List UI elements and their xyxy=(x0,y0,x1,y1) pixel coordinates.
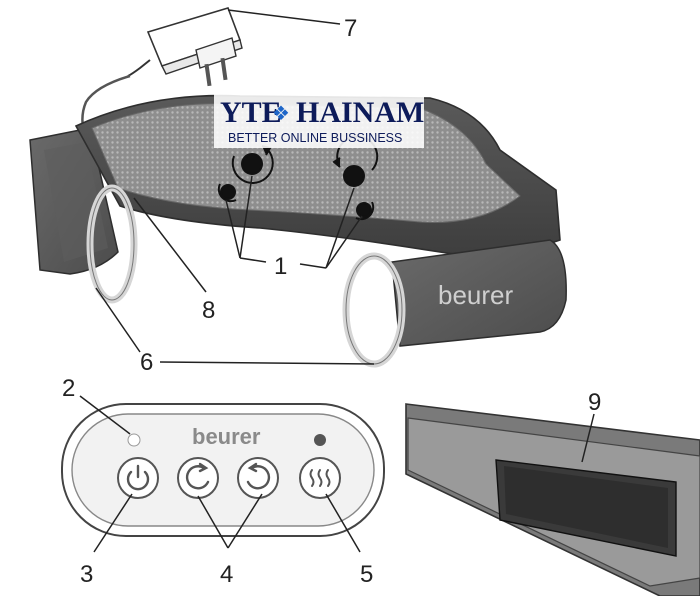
watermark-name2: HAINAM xyxy=(296,96,424,129)
watermark-logo: YTE ❖ HAINAM BETTER ONLINE BUSSINESS xyxy=(214,94,424,148)
heat-led xyxy=(314,434,326,446)
callout-line-9 xyxy=(581,413,595,463)
massage-belt: beurer xyxy=(29,7,567,368)
power-led xyxy=(127,433,141,447)
label-6: 6 xyxy=(140,349,153,376)
label-5: 5 xyxy=(360,561,373,588)
heat-button[interactable] xyxy=(299,457,341,499)
label-9: 9 xyxy=(588,389,601,416)
label-4: 4 xyxy=(220,561,233,588)
panel-brand-label: beurer xyxy=(192,424,261,449)
belt-brand-label: beurer xyxy=(438,280,513,310)
label-1: 1 xyxy=(274,253,287,280)
heat-icon xyxy=(309,469,331,487)
callout-lines-panel xyxy=(79,395,361,553)
power-button[interactable] xyxy=(117,457,159,499)
watermark-name: YTE xyxy=(220,96,282,129)
watermark-tagline: BETTER ONLINE BUSSINESS xyxy=(228,131,402,145)
power-icon xyxy=(126,464,150,491)
strap-end-detail xyxy=(405,403,700,596)
callout-lines-top xyxy=(95,9,375,365)
rotate-right-icon xyxy=(246,462,271,490)
label-8: 8 xyxy=(202,297,215,324)
watermark-separator: ❖ xyxy=(272,103,290,125)
label-2: 2 xyxy=(62,375,75,402)
massage-heads xyxy=(217,135,379,221)
rotate-left-button[interactable] xyxy=(177,457,219,499)
label-7: 7 xyxy=(344,15,357,42)
rotate-left-icon xyxy=(185,462,210,490)
power-adapter xyxy=(127,7,243,87)
control-panel: beurer xyxy=(61,403,385,537)
rotate-right-button[interactable] xyxy=(237,457,279,499)
label-3: 3 xyxy=(80,561,93,588)
